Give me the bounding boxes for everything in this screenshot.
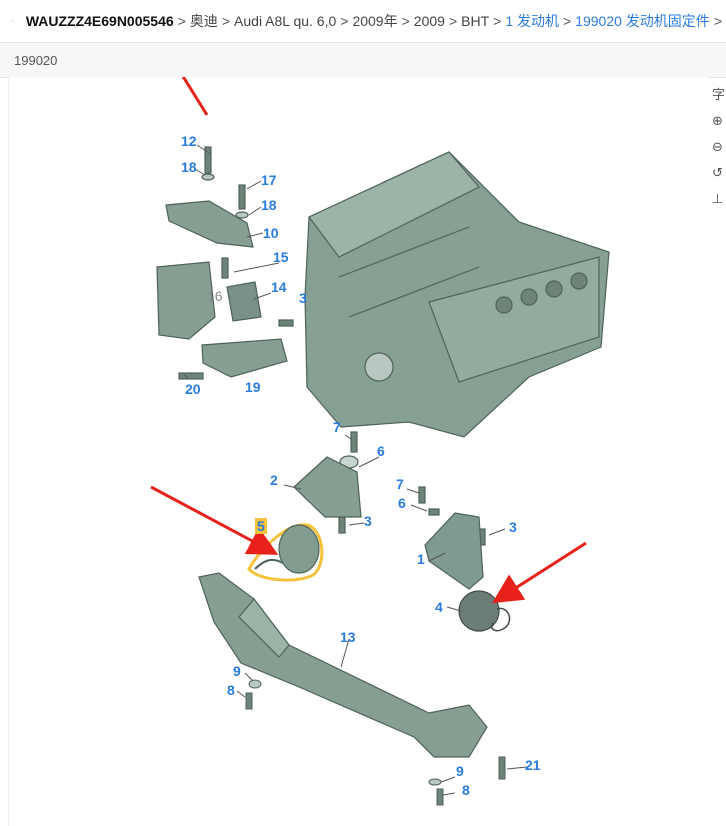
breadcrumb-engine-code[interactable]: BHT bbox=[461, 13, 490, 29]
parts-illustration bbox=[150, 77, 610, 806]
callout-6[interactable]: 6 bbox=[377, 443, 385, 459]
callout-6[interactable]: 6 bbox=[398, 495, 406, 511]
vin-number[interactable]: WAUZZZ4E69N005546 bbox=[25, 13, 174, 29]
middle-bracket-group bbox=[293, 431, 486, 590]
breadcrumb-separator: > bbox=[713, 13, 722, 29]
breadcrumb-sub-group[interactable]: 199020 发动机固定件 bbox=[575, 13, 710, 29]
callout-3[interactable]: 3 bbox=[509, 519, 517, 535]
callout-5[interactable]: 5 bbox=[255, 518, 267, 534]
callout-12[interactable]: 12 bbox=[181, 133, 197, 149]
text-icon[interactable]: 字 bbox=[712, 87, 726, 102]
callout-9[interactable]: 9 bbox=[233, 663, 241, 679]
annotation-arrows bbox=[150, 77, 587, 604]
callout-3[interactable]: 3 bbox=[299, 290, 307, 306]
breadcrumb-separator: > bbox=[340, 13, 349, 29]
callout-21[interactable]: 21 bbox=[525, 757, 541, 773]
callout-15[interactable]: 15 bbox=[273, 249, 289, 265]
rotate-icon[interactable]: ↺ bbox=[712, 165, 723, 180]
callout-3[interactable]: 3 bbox=[364, 513, 372, 529]
exploded-parts-diagram[interactable]: 12 18 17 18 10 15 16 14 3 20 19 7 6 2 7 … bbox=[8, 77, 709, 826]
callout-20[interactable]: 20 bbox=[185, 381, 201, 397]
audi-logo-icon bbox=[12, 20, 14, 22]
callout-14[interactable]: 14 bbox=[271, 279, 287, 295]
callout-13[interactable]: 13 bbox=[340, 629, 356, 645]
breadcrumb-year[interactable]: 2009年 bbox=[352, 13, 398, 29]
callout-10[interactable]: 10 bbox=[263, 225, 279, 241]
callout-18[interactable]: 18 bbox=[181, 159, 197, 175]
callout-9[interactable]: 9 bbox=[456, 763, 464, 779]
breadcrumb-separator: > bbox=[401, 13, 410, 29]
fit-icon[interactable]: ⊥ bbox=[712, 191, 724, 206]
zoom-out-icon[interactable]: ⊖ bbox=[712, 139, 723, 154]
diagram-toolbar: 字 ⊕ ⊖ ↺ ⊥ bbox=[712, 86, 726, 208]
engine-mount-part-4[interactable] bbox=[458, 590, 511, 632]
breadcrumb-separator: > bbox=[563, 13, 572, 29]
engine-block bbox=[304, 151, 610, 438]
breadcrumb-main-group[interactable]: 1 发动机 bbox=[505, 13, 560, 29]
callout-16[interactable]: 16 bbox=[207, 288, 223, 304]
callout-7[interactable]: 7 bbox=[333, 419, 341, 435]
breadcrumb-model[interactable]: Audi A8L qu. 6,0 bbox=[234, 13, 337, 29]
callout-4[interactable]: 4 bbox=[435, 599, 443, 615]
callout-17[interactable]: 17 bbox=[261, 172, 277, 188]
breadcrumb-separator: > bbox=[493, 13, 502, 29]
callout-8[interactable]: 8 bbox=[462, 782, 470, 798]
illustration-code: 199020 bbox=[14, 52, 58, 68]
callout-19[interactable]: 19 bbox=[245, 379, 261, 395]
breadcrumb-separator: > bbox=[177, 13, 186, 29]
callout-7[interactable]: 7 bbox=[396, 476, 404, 492]
upper-left-bracket-group bbox=[156, 146, 294, 380]
callout-8[interactable]: 8 bbox=[227, 682, 235, 698]
breadcrumb-model-year[interactable]: 2009 bbox=[413, 13, 445, 29]
callout-1[interactable]: 1 bbox=[417, 551, 425, 567]
breadcrumb-brand[interactable]: 奥迪 bbox=[189, 13, 218, 29]
lower-fasteners bbox=[245, 679, 506, 806]
callout-18[interactable]: 18 bbox=[261, 197, 277, 213]
breadcrumb-separator: > bbox=[221, 13, 231, 29]
breadcrumb: WAUZZZ4E69N005546 > 奥迪 > Audi A8L qu. 6,… bbox=[0, 0, 726, 42]
subframe-crossmember bbox=[198, 572, 488, 758]
engine-mount-part-5[interactable] bbox=[247, 523, 324, 582]
callout-2[interactable]: 2 bbox=[270, 472, 278, 488]
leader-lines bbox=[183, 144, 528, 796]
breadcrumb-separator: > bbox=[448, 13, 458, 29]
zoom-in-icon[interactable]: ⊕ bbox=[712, 113, 723, 128]
illustration-code-bar: 199020 bbox=[0, 42, 726, 78]
